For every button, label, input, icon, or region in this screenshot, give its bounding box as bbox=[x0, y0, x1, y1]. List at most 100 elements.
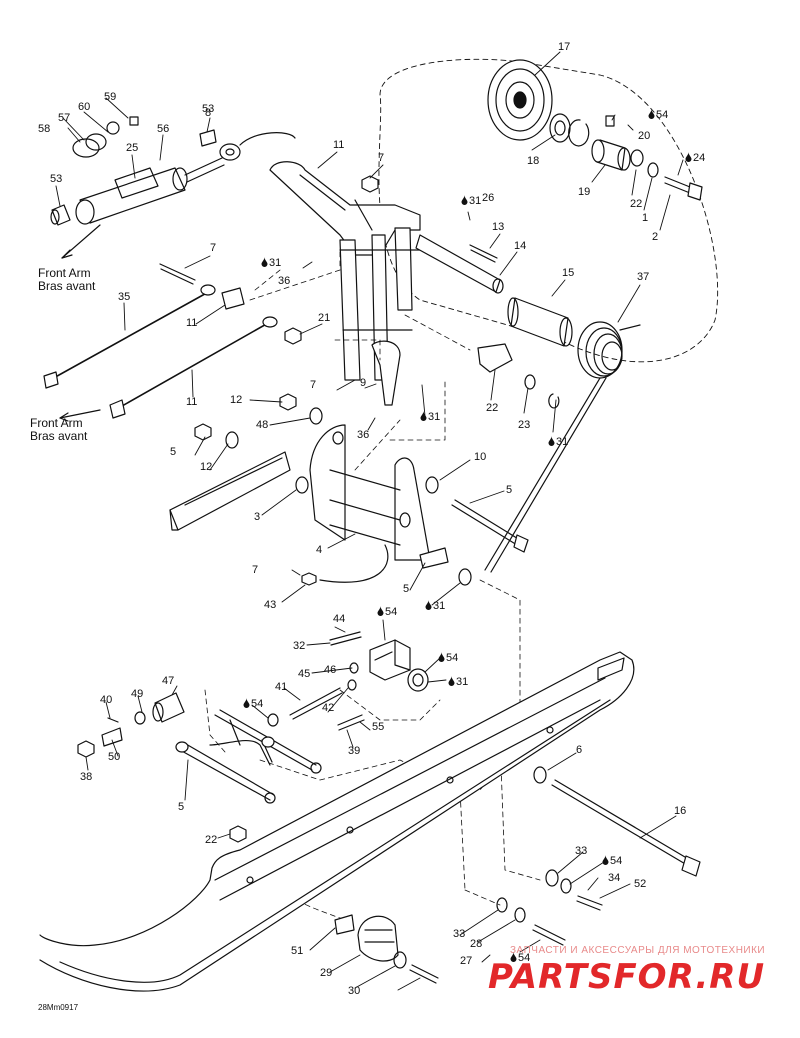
callout-55: 55 bbox=[372, 722, 384, 733]
callout-10: 10 bbox=[474, 452, 486, 463]
callout-11: 11 bbox=[333, 140, 344, 151]
callout-number: 53 bbox=[50, 173, 63, 185]
callout-number: 32 bbox=[293, 640, 306, 652]
nut-50 bbox=[77, 740, 95, 758]
callout-5: 5 bbox=[170, 447, 176, 458]
callout-45: 45 bbox=[298, 669, 310, 680]
slide-rail bbox=[39, 651, 635, 992]
callout-number: 24 bbox=[693, 152, 706, 164]
limiter-strap-36-top bbox=[43, 284, 216, 389]
callout-number: 20 bbox=[638, 130, 651, 142]
bolt-30 bbox=[409, 964, 439, 984]
callout-12: 12 bbox=[230, 395, 242, 406]
callout-31: 31 bbox=[548, 436, 568, 448]
callout-number: 47 bbox=[162, 675, 175, 687]
front-arm-label-mid: Front Arm Bras avant bbox=[30, 417, 87, 443]
callout-25: 25 bbox=[126, 143, 138, 154]
callout-number: 6 bbox=[576, 744, 583, 756]
callout-33: 33 bbox=[453, 929, 465, 940]
washer-29 bbox=[393, 951, 407, 969]
callout-number: 26 bbox=[482, 192, 495, 204]
callout-number: 28 bbox=[470, 938, 483, 950]
washer-5-a bbox=[225, 431, 239, 449]
callout-54: 54 bbox=[243, 698, 263, 710]
fitting-59 bbox=[129, 116, 139, 126]
callout-number: 25 bbox=[126, 142, 139, 154]
callout-number: 12 bbox=[200, 461, 213, 473]
callout-5: 5 bbox=[178, 802, 184, 813]
callout-number: 7 bbox=[378, 152, 385, 164]
callout-number: 16 bbox=[674, 805, 687, 817]
spring-tube-14 bbox=[507, 297, 573, 347]
slider-wheel-27 bbox=[357, 915, 399, 962]
spacer-19 bbox=[591, 139, 631, 171]
callout-7: 7 bbox=[310, 380, 316, 391]
pin-4 bbox=[419, 547, 449, 569]
callout-number: 54 bbox=[656, 109, 669, 121]
callout-number: 11 bbox=[333, 139, 345, 151]
callout-57: 57 bbox=[58, 113, 70, 124]
callout-2: 2 bbox=[652, 232, 658, 243]
callout-number: 48 bbox=[256, 419, 269, 431]
callout-24: 24 bbox=[685, 152, 705, 164]
front-arm-label-top-en: Front Arm bbox=[38, 266, 91, 280]
adhesive-drop-icon bbox=[648, 109, 655, 119]
bolt-46 bbox=[289, 687, 343, 720]
bushing-35 bbox=[221, 287, 245, 310]
callout-4: 4 bbox=[316, 545, 322, 556]
callout-15: 15 bbox=[562, 268, 574, 279]
bolt-2 bbox=[664, 176, 703, 201]
callout-number: 50 bbox=[108, 751, 121, 763]
bearing-18 bbox=[549, 113, 571, 143]
callout-49: 49 bbox=[131, 689, 143, 700]
callout-number: 36 bbox=[357, 429, 370, 441]
callout-number: 42 bbox=[322, 702, 335, 714]
bushing-53-left bbox=[50, 204, 71, 226]
callout-28: 28 bbox=[470, 939, 482, 950]
callout-number: 22 bbox=[486, 402, 499, 414]
clamp-block-43 bbox=[369, 639, 411, 681]
front-arm-38 bbox=[175, 709, 322, 804]
callout-17: 17 bbox=[558, 42, 570, 53]
washer-49 bbox=[267, 713, 279, 727]
callout-number: 31 bbox=[269, 257, 282, 269]
callout-number: 4 bbox=[316, 544, 323, 556]
callout-20: 20 bbox=[638, 131, 650, 142]
callout-11: 11 bbox=[186, 397, 197, 408]
front-arm-arrow-mid bbox=[59, 409, 101, 419]
callout-26: 26 bbox=[482, 193, 494, 204]
callout-37: 37 bbox=[637, 272, 649, 283]
link-plates-9 bbox=[339, 227, 421, 406]
callout-number: 5 bbox=[170, 446, 177, 458]
callout-44: 44 bbox=[333, 614, 345, 625]
wire-link bbox=[319, 544, 389, 583]
callout-12: 12 bbox=[200, 462, 212, 473]
washer-52 bbox=[496, 897, 508, 913]
callout-30: 30 bbox=[348, 986, 360, 997]
callout-leaders bbox=[55, 51, 684, 991]
callout-number: 1 bbox=[642, 212, 649, 224]
bolt-34 bbox=[576, 895, 603, 911]
washer-12 bbox=[309, 407, 323, 425]
callout-40: 40 bbox=[100, 695, 112, 706]
callout-number: 30 bbox=[348, 985, 361, 997]
ring-57 bbox=[85, 133, 107, 151]
callout-number: 53 bbox=[202, 103, 215, 115]
adhesive-drop-icon bbox=[461, 195, 468, 205]
callout-29: 29 bbox=[320, 968, 332, 979]
callout-31: 31 bbox=[461, 195, 481, 207]
bushing-39 bbox=[101, 727, 123, 747]
callout-39: 39 bbox=[348, 746, 360, 757]
callout-8: 8 bbox=[205, 108, 211, 119]
axle-13 bbox=[415, 234, 504, 294]
adhesive-drop-icon bbox=[261, 257, 268, 267]
callout-number: 43 bbox=[264, 599, 277, 611]
callout-number: 54 bbox=[446, 652, 459, 664]
bushing-53-top bbox=[199, 129, 217, 147]
callout-number: 5 bbox=[403, 583, 410, 595]
adhesive-drop-icon bbox=[243, 698, 250, 708]
callout-number: 2 bbox=[652, 231, 659, 243]
callout-number: 17 bbox=[558, 41, 571, 53]
callout-9: 9 bbox=[360, 378, 366, 389]
callout-number: 31 bbox=[456, 676, 469, 688]
